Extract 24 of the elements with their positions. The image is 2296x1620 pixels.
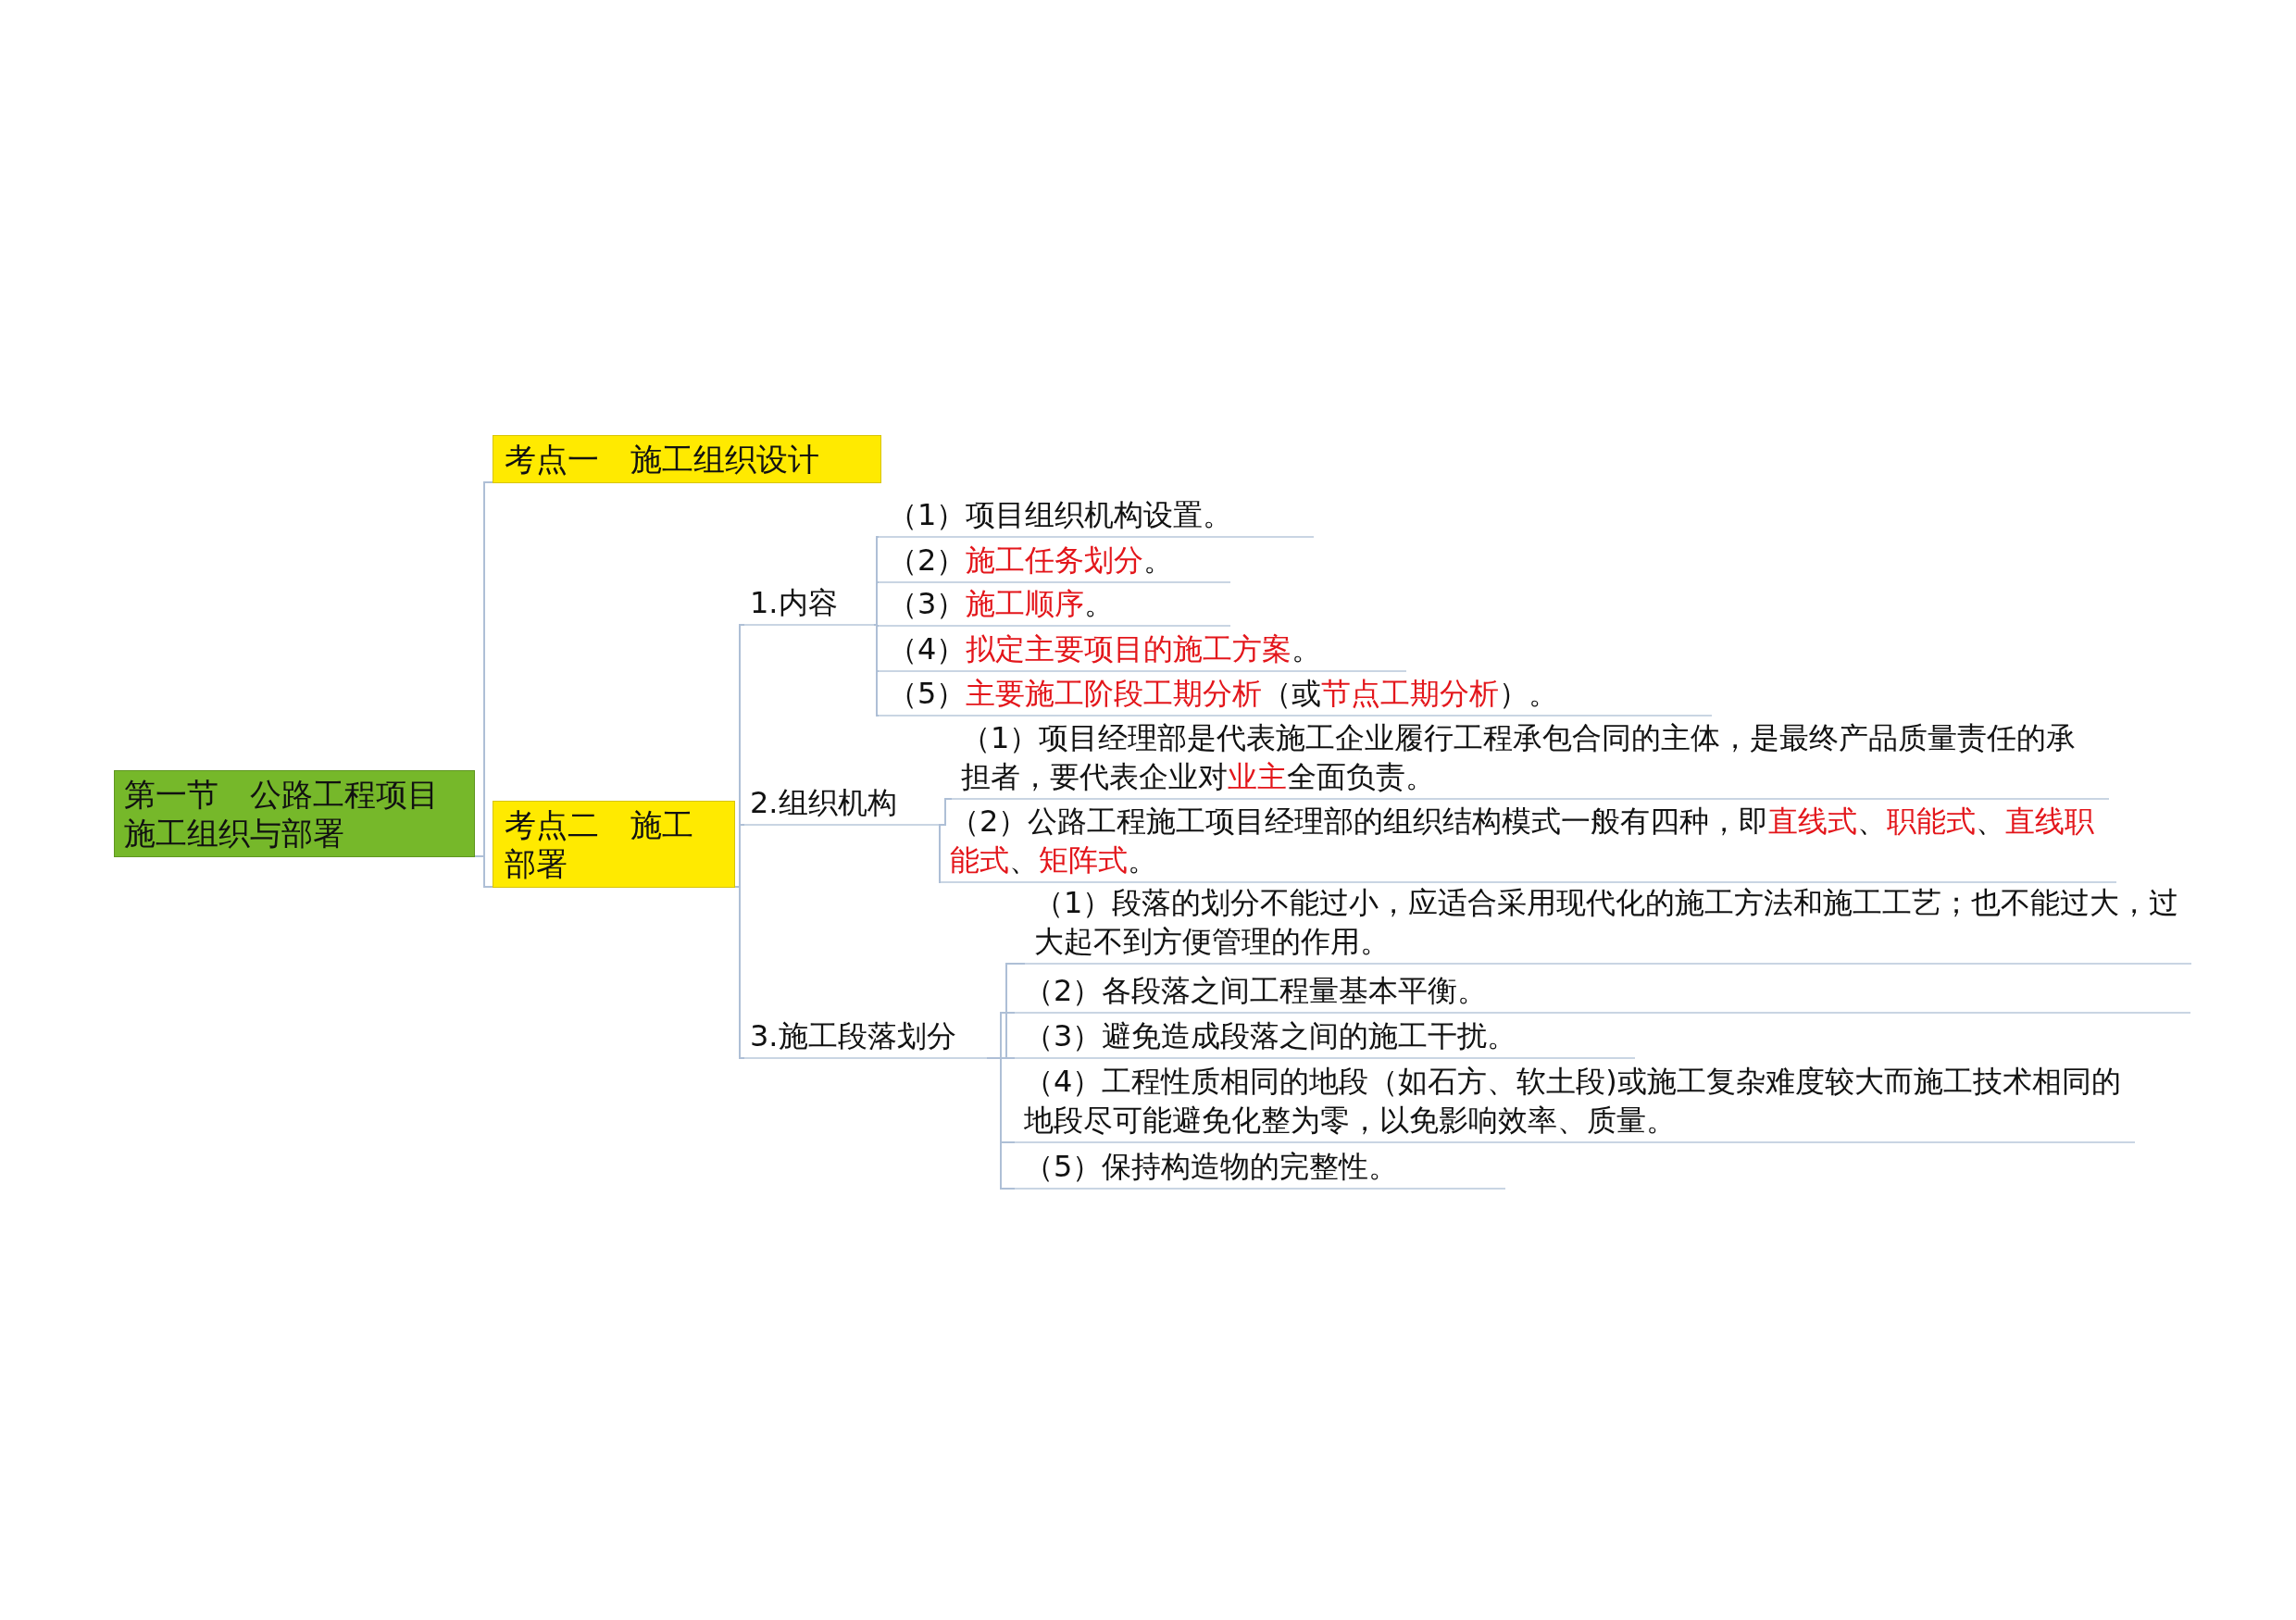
- branch-label: 1.内容: [744, 583, 874, 626]
- list-item: （5）主要施工阶段工期分析（或节点工期分析）。: [879, 674, 1712, 717]
- list-item: （5）保持构造物的完整性。: [1015, 1147, 1505, 1190]
- list-item: （1）项目组织机构设置。: [879, 495, 1314, 538]
- list-item: （2）施工任务划分。: [879, 541, 1230, 583]
- topic-box: 考点二 施工部署: [493, 801, 735, 888]
- list-item: （3）避免造成段落之间的施工干扰。: [1015, 1016, 1635, 1059]
- list-item: （2）各段落之间工程量基本平衡。: [1015, 971, 2190, 1014]
- title-box: 第一节 公路工程项目施工组织与部署: [114, 770, 475, 857]
- list-item: （1）项目经理部是代表施工企业履行工程承包合同的主体，是最终产品质量责任的承担者，要代表企业对业主全面负责。: [952, 718, 2109, 800]
- list-item: （4）拟定主要项目的施工方案。: [879, 629, 1406, 672]
- branch-label: 2.组织机构: [744, 783, 939, 826]
- connector-line: [873, 624, 880, 717]
- list-item: （3）施工顺序。: [879, 584, 1230, 627]
- connector-line: [986, 1057, 1016, 1190]
- topic-box: 考点一 施工组织设计: [493, 435, 881, 483]
- connector-line: [938, 798, 953, 826]
- list-item: （4）工程性质相同的地段（如石方、软土段)或施工复杂难度较大而施工技术相同的地段尽可能避免化整为零，以免影响效率、质量。: [1015, 1062, 2135, 1143]
- connector-line: [938, 824, 942, 883]
- branch-label: 3.施工段落划分: [744, 1016, 987, 1059]
- connector-line: [474, 855, 493, 888]
- connector-line: [873, 581, 880, 626]
- list-item: （1）段落的划分不能过小，应适合采用现代化的施工方法和施工工艺；也不能过大，过大起不到方便管理的作用。: [1025, 883, 2191, 965]
- list-item: （2）公路工程施工项目经理部的组织结构模式一般有四种，即直线式、职能式、直线职能式、矩阵式。: [941, 802, 2116, 883]
